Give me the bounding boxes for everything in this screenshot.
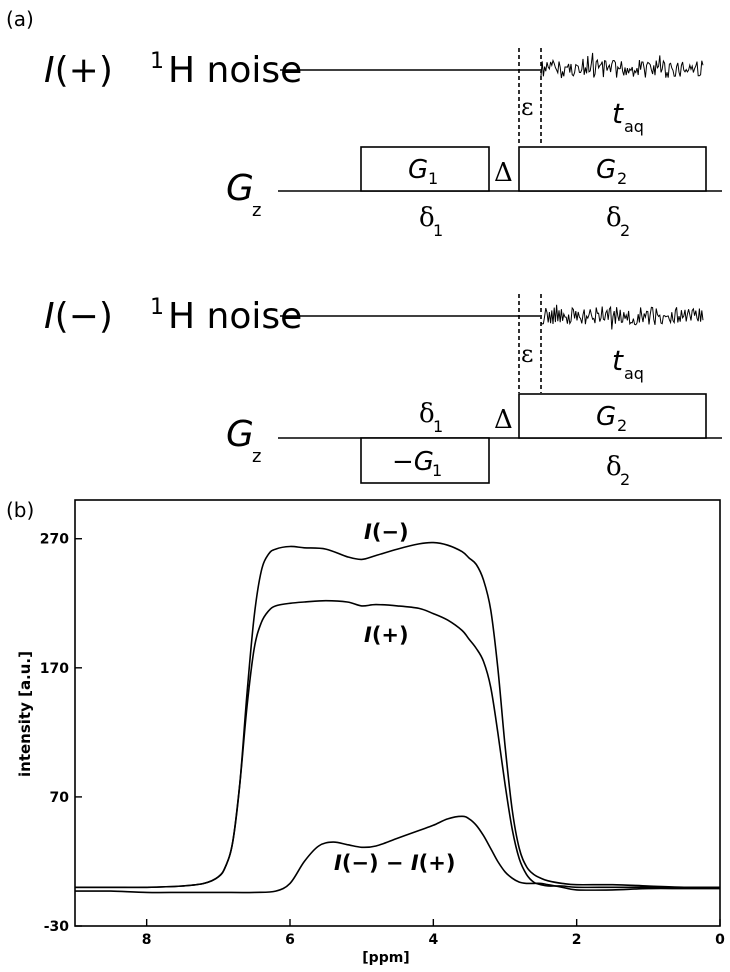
gradient-pulse-minus-g1 [360,437,490,484]
gradient-pulse-g2 [518,393,707,439]
plot-frame [74,499,721,927]
gradient-pulse-g1 [360,146,490,192]
t-aq-subscript: aq [624,117,644,136]
noise-acquisition-trace [540,304,704,330]
x-axis-label: [ppm] [362,950,409,966]
x-tick-label: 6 [285,932,295,948]
sequence-i-plus: I(+) 1 H noise ε t aq G z G 1 Δ G 2 δ 1 … [44,48,722,240]
sequence-i-minus: I(−) 1 H noise ε t aq G z −G 1 δ 1 Δ G 2… [44,294,722,489]
x-tick-label: 4 [428,932,438,948]
g2-subscript: 2 [617,169,627,188]
t-aq-label: t [612,344,624,377]
x-axis-ticks: 8 6 4 2 0 [142,919,725,948]
gz-subscript: z [252,446,261,467]
y-axis-label: intensity [a.u.] [16,651,34,777]
delta1-subscript: 1 [433,221,443,240]
g2-label: G [596,402,616,432]
delta2-label: δ [606,203,622,233]
g1-label: G [408,155,428,185]
delta1-label: δ [419,399,435,429]
y-tick-label: 270 [40,532,69,548]
minus-g1-label: −G [392,447,434,477]
signal-label-i-minus: I(−) [44,296,113,337]
panel-a-label: (a) [6,7,34,31]
g2-subscript: 2 [617,416,627,435]
y-tick-label: 70 [50,790,70,806]
x-tick-label: 0 [715,932,725,948]
gz-label: G [226,168,254,209]
delta1-label: δ [419,203,435,233]
noise-acquisition-trace [540,52,704,79]
g2-label: G [596,155,616,185]
x-tick-label: 8 [142,932,152,948]
series-line-i-minus [75,541,721,889]
t-aq-label: t [612,97,624,130]
nucleus-superscript: 1 [150,49,164,74]
delta-label: Δ [494,405,513,435]
gradient-pulse-g2 [518,146,707,192]
panel-b-label: (b) [6,498,34,522]
x-tick-label: 2 [572,932,582,948]
nucleus-label: H noise [168,50,302,91]
delta1-subscript: 1 [433,417,443,436]
nucleus-label: H noise [168,296,302,337]
spectrum-chart: -30 70 170 270 8 6 4 2 0 intensity [a.u.] [ppm]… [16,499,725,966]
annotation-i-minus: I(−) [364,520,409,544]
series-line-i-plus [75,599,720,889]
epsilon-label: ε [521,93,533,121]
gz-label: G [226,414,254,455]
y-tick-label: -30 [44,919,70,935]
y-tick-label: 170 [40,661,69,677]
series-line-difference [74,815,720,894]
minus-g1-subscript: 1 [432,461,442,480]
signal-label-i-plus: I(+) [44,50,113,91]
y-axis-ticks: -30 70 170 270 [40,532,82,935]
g1-subscript: 1 [428,169,438,188]
series-lines [74,541,721,894]
gz-subscript: z [252,200,261,221]
annotation-i-plus: I(+) [364,623,409,647]
delta2-subscript: 2 [620,470,630,489]
delta-label: Δ [494,158,513,188]
t-aq-subscript: aq [624,364,644,383]
nucleus-superscript: 1 [150,295,164,320]
delta2-subscript: 2 [620,221,630,240]
annotation-difference: I(−) − I(+) [334,851,455,875]
delta2-label: δ [606,452,622,482]
epsilon-label: ε [521,340,533,368]
